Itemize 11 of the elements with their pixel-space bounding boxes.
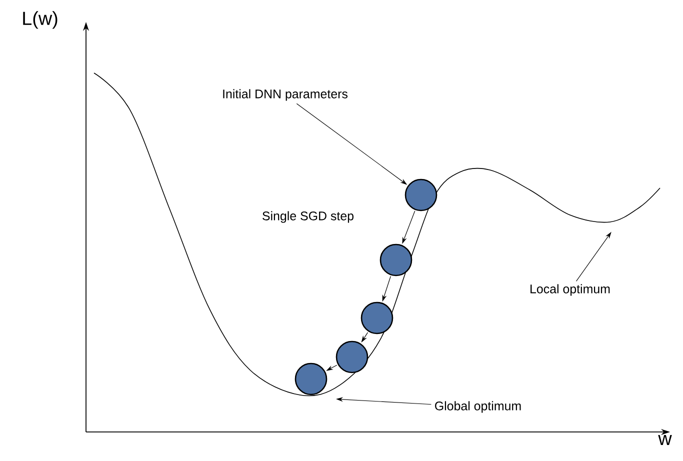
- parameter-circle: [380, 244, 412, 276]
- parameter-circle: [404, 178, 438, 212]
- axis-label: w: [658, 434, 672, 445]
- text-label: Initial DNN parameters: [223, 89, 348, 101]
- parameter-circle: [336, 340, 368, 374]
- parameter-circle: [360, 302, 394, 334]
- text-label: Global optimum: [435, 401, 521, 413]
- step-label: Single SGD step: [262, 211, 354, 223]
- parameter-circle: [294, 362, 328, 396]
- text-label: Local optimum: [530, 284, 610, 296]
- axis-label: L(w): [23, 11, 58, 29]
